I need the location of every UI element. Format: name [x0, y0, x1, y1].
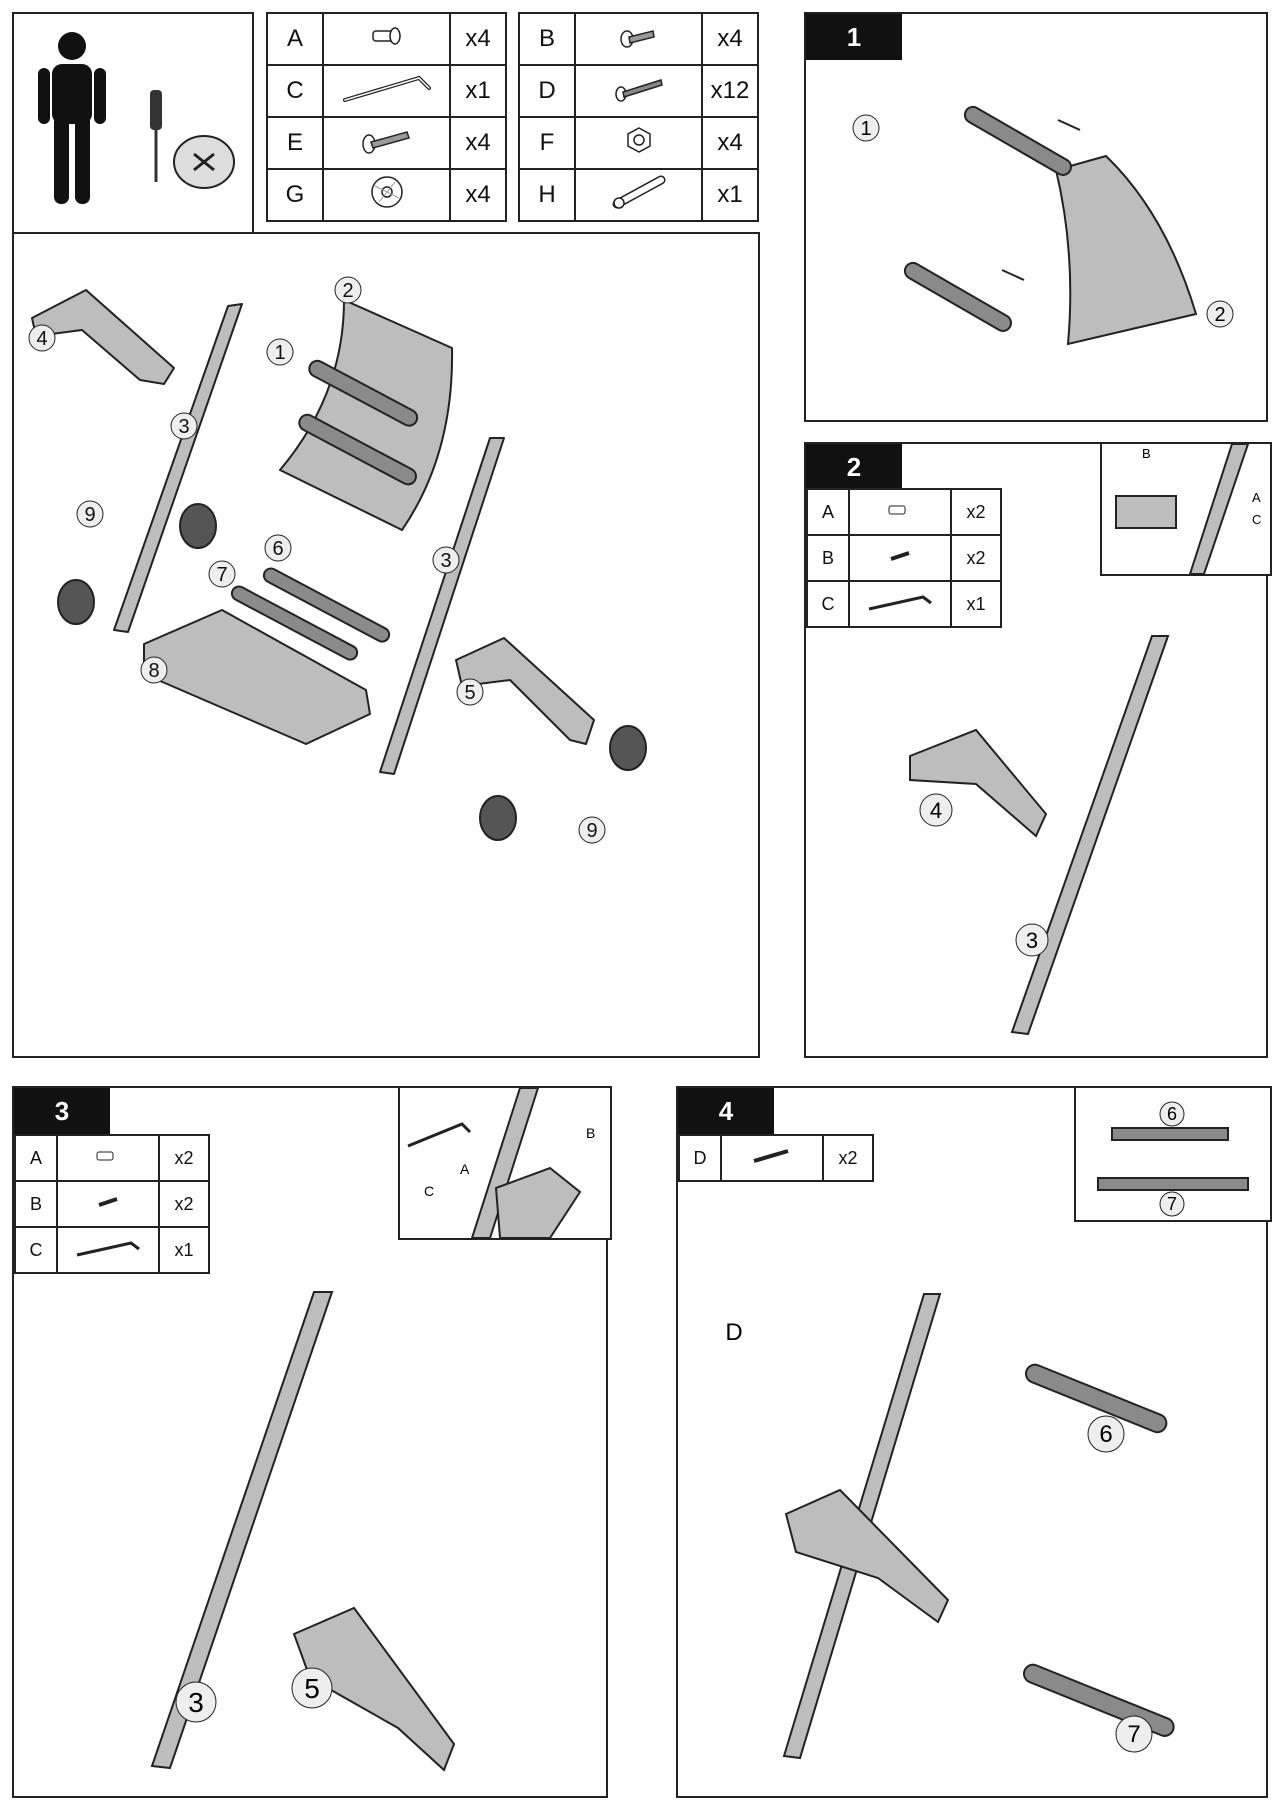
callout-4: 4 — [36, 328, 47, 350]
allen-key-icon — [56, 1226, 160, 1274]
sleeve-nut-icon — [322, 12, 451, 66]
screwdriver-icon — [150, 90, 162, 182]
step-1-diagram: 1 2 — [852, 105, 1234, 346]
callout-6: 6 — [272, 538, 283, 560]
spanner-icon — [574, 168, 703, 222]
step-number: 4 — [678, 1088, 774, 1134]
step-number: 1 — [806, 14, 902, 60]
part-3-leg-right — [379, 437, 505, 775]
step-3-inset: C A B — [398, 1086, 612, 1240]
callout-bracket: 5 — [304, 1673, 320, 1704]
step-number: 2 — [806, 444, 902, 490]
callout-2: 2 — [342, 280, 353, 302]
step-4-diagram: D 6 7 — [725, 1293, 1175, 1760]
svg-text:6: 6 — [1167, 1104, 1177, 1124]
svg-text:B: B — [1142, 446, 1151, 461]
step-4-inset: 6 7 — [1074, 1086, 1272, 1222]
callout-rod6: 6 — [1099, 1421, 1112, 1448]
callout-7: 7 — [216, 564, 227, 586]
callout-1: 1 — [274, 342, 285, 364]
parts-overview-panel: 4 2 1 3 3 9 6 7 8 5 9 — [12, 232, 760, 1058]
callout-9: 9 — [84, 504, 95, 526]
long-bolt-icon — [574, 64, 703, 118]
step-1-panel: 1 1 2 — [804, 12, 1268, 422]
long-bolt-icon — [720, 1134, 824, 1182]
svg-text:C: C — [424, 1183, 434, 1199]
callout-8: 8 — [148, 660, 159, 682]
part-9-wheel-a — [57, 579, 95, 625]
part-7-rod — [230, 585, 359, 661]
step-number: 3 — [14, 1088, 110, 1134]
step-3-diagram: 3 5 — [150, 1291, 456, 1772]
part-8-base — [143, 609, 371, 745]
part-9-wheel-d — [479, 795, 517, 841]
svg-text:A: A — [460, 1161, 470, 1177]
svg-text:C: C — [1252, 512, 1261, 527]
callout-9b: 9 — [586, 820, 597, 842]
svg-text:B: B — [586, 1125, 595, 1141]
callout-bolts: D — [725, 1319, 742, 1346]
tools-required-box — [12, 12, 254, 234]
callout-bracket: 4 — [930, 798, 942, 823]
parts-overview-diagram: 4 2 1 3 3 9 6 7 8 5 9 — [28, 276, 647, 844]
callout-3b: 3 — [440, 550, 451, 572]
callout-seat: 2 — [1214, 304, 1225, 326]
callout-rods: 1 — [860, 118, 871, 140]
hex-nut-icon — [574, 116, 703, 170]
callout-3: 3 — [178, 416, 189, 438]
callout-leg: 3 — [1026, 928, 1038, 953]
short-bolt-icon — [848, 534, 952, 582]
sleeve-nut-icon — [848, 488, 952, 536]
part-9-wheel-c — [609, 725, 647, 771]
callout-5: 5 — [464, 682, 475, 704]
short-bolt-icon — [56, 1180, 160, 1228]
bolt-icon — [322, 116, 451, 170]
svg-text:7: 7 — [1167, 1194, 1177, 1214]
allen-key-icon — [848, 580, 952, 628]
part-9-wheel-b — [179, 503, 217, 549]
part-3-leg-left — [113, 303, 243, 633]
washer-icon — [322, 168, 451, 222]
step-2-diagram: 4 3 — [909, 635, 1170, 1036]
short-bolt-icon — [574, 12, 703, 66]
callout-leg: 3 — [188, 1687, 204, 1718]
svg-text:A: A — [1252, 490, 1261, 505]
callout-rod7: 7 — [1127, 1721, 1140, 1748]
sleeve-nut-icon — [56, 1134, 160, 1182]
allen-key-icon — [322, 64, 451, 118]
part-6-rod — [262, 567, 391, 643]
part-1-rod-a — [308, 359, 419, 427]
part-1-rod-b — [298, 413, 417, 486]
person-icon — [38, 32, 235, 204]
